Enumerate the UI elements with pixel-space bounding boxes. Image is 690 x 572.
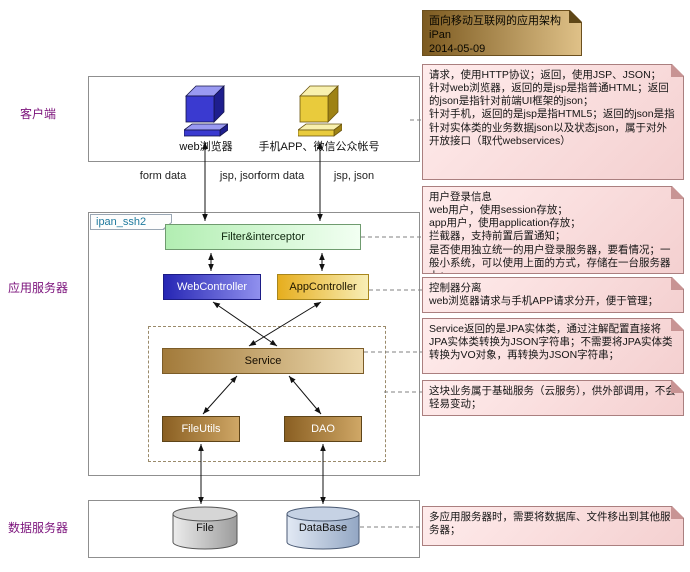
app-controller-component: AppController [277,274,369,300]
note-user-login: 用户登录信息 web用户，使用session存放； app用户，使用applic… [422,186,684,274]
package-label: ipan_ssh2 [96,216,147,228]
note-text: Service返回的是JPA实体类，通过注解配置直接将JPA实体类转换为JSON… [429,323,673,362]
fold-corner-icon [671,187,683,199]
database-label: DataBase [298,522,348,534]
fileutils-component: FileUtils [162,416,240,442]
flow-label-form-data-app: form data [257,170,305,182]
dao-component: DAO [284,416,362,442]
service-component: Service [162,348,364,374]
data-server-tier-box [88,500,420,558]
note-text: 这块业务属于基础服务（云服务），供外部调用，不会轻易变动； [429,385,676,411]
fold-corner-icon [671,507,683,519]
note-text: 控制器分离 web浏览器请求与手机APP请求分开，便于管理； [429,282,659,308]
title-note: 面向移动互联网的应用架构 iPan 2014-05-09 [422,10,582,56]
fold-corner-icon [569,11,581,23]
package-tab: ipan_ssh2 [90,214,172,230]
note-controller-separation: 控制器分离 web浏览器请求与手机APP请求分开，便于管理； [422,277,684,313]
note-base-service: 这块业务属于基础服务（云服务），供外部调用，不会轻易变动； [422,380,684,416]
client-tier-box [88,76,420,162]
flow-label-jsp-json-app: jsp, json [333,170,375,182]
title-note-text: 面向移动互联网的应用架构 iPan 2014-05-09 [429,15,561,55]
note-multi-server: 多应用服务器时，需要将数据库、文件移出到其他服务器； [422,506,684,546]
database-cylinder-icon [286,506,360,550]
fold-corner-icon [671,278,683,290]
note-text: 用户登录信息 web用户，使用session存放； app用户，使用applic… [429,191,671,269]
tier-label-data-server: 数据服务器 [8,521,69,535]
fold-corner-icon [671,381,683,393]
web-browser-node-icon [184,85,228,137]
filter-interceptor-component: Filter&interceptor [165,224,361,250]
tier-label-app-server: 应用服务器 [8,281,69,295]
note-text: 多应用服务器时，需要将数据库、文件移出到其他服务器； [429,511,671,537]
fold-corner-icon [671,319,683,331]
web-controller-component: WebController [163,274,261,300]
note-jpa-service: Service返回的是JPA实体类，通过注解配置直接将JPA实体类转换为JSON… [422,318,684,374]
file-storage-label: File [196,522,214,534]
mobile-app-label: 手机APP、微信公众帐号 [258,141,380,153]
package-tab-inner: ipan_ssh2 [91,215,171,229]
tier-label-client: 客户端 [20,107,57,121]
flow-label-form-data-web: form data [139,170,187,182]
file-storage-cylinder-icon [172,506,238,550]
note-text: 请求，使用HTTP协议；返回，使用JSP、JSON； 针对web浏览器，返回的是… [429,69,675,147]
note-http-protocol: 请求，使用HTTP协议；返回，使用JSP、JSON； 针对web浏览器，返回的是… [422,64,684,180]
mobile-app-node-icon [298,85,342,137]
flow-label-jsp-json-web: jsp, json [219,170,261,182]
fold-corner-icon [671,65,683,77]
